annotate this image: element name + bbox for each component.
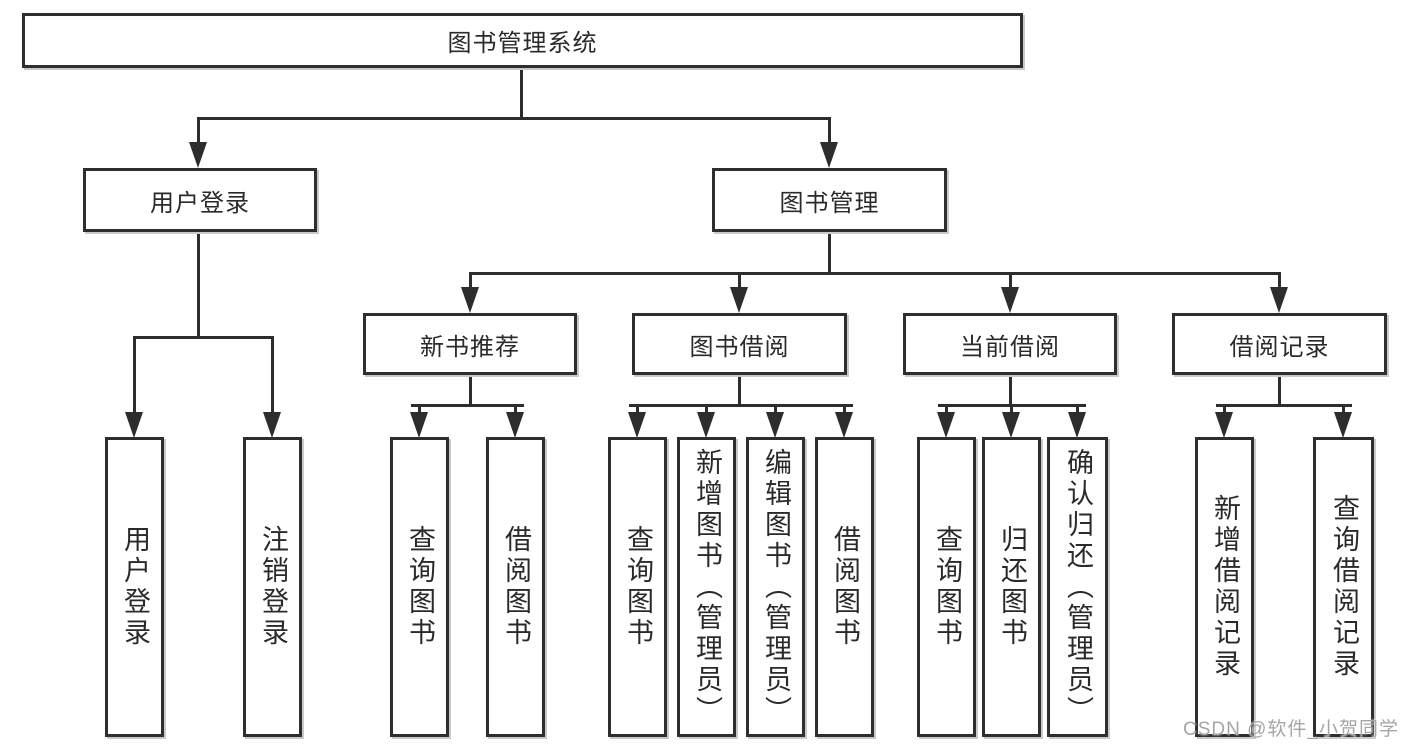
edge-stem-bb-add [705,404,708,416]
edge-borrow-record-split [1216,404,1352,407]
node-borrow-record: 借阅记录 [1172,313,1387,375]
node-book-management-label: 图书管理 [779,189,880,217]
node-book-borrow: 图书借阅 [632,313,847,375]
arrow-down-bb-edit [766,412,784,438]
edge-stem-new-book [469,272,472,292]
node-root-label: 图书管理系统 [447,30,598,57]
csdn-watermark: CSDN @软件_小贺同学 [1183,719,1399,740]
edge-root-trunk [520,67,523,118]
node-leaf-bb-edit-books-admin-label: 编辑图书（管理员） [761,447,791,727]
edge-stem-bb-borrow [843,404,846,416]
edge-new-book-split [411,404,524,407]
node-leaf-cb-confirm-return-admin-label: 确认归还（管理员） [1063,447,1093,727]
arrow-down-bb-add [697,412,715,438]
edge-book-management-trunk [828,231,831,275]
edge-new-book-trunk [469,374,472,407]
node-leaf-bb-edit-books-admin: 编辑图书（管理员） [746,437,805,737]
edge-borrow-record-trunk [1278,374,1281,407]
node-leaf-br-query-record: 查询借阅记录 [1313,437,1374,737]
edge-stem-book-management [828,117,831,148]
node-leaf-br-add-record-label: 新增借阅记录 [1210,494,1240,680]
arrow-down-cb-confirm [1068,412,1086,438]
edge-stem-leaf-logout [271,336,274,416]
edge-book-borrow-trunk [738,374,741,407]
edge-user-login-trunk [197,231,200,339]
edge-user-login-split [133,336,274,339]
node-leaf-cb-return-books: 归还图书 [982,437,1041,737]
edge-stem-book-borrow [738,272,741,292]
node-leaf-cb-query-books: 查询图书 [917,437,976,737]
node-leaf-logout: 注销登录 [243,437,302,737]
node-user-login: 用户登录 [83,168,317,232]
edge-stem-cb-return [1010,404,1013,416]
node-leaf-cb-query-books-label: 查询图书 [932,525,962,649]
edge-stem-current-borrow [1009,272,1012,292]
arrow-down-br-add [1215,412,1233,438]
edge-stem-nb-query [418,404,421,416]
node-leaf-nb-query-books-label: 查询图书 [405,525,435,649]
arrow-down-leaf-logout [263,412,281,438]
node-book-management: 图书管理 [712,168,947,232]
node-new-book-recommend: 新书推荐 [363,313,577,375]
edge-current-borrow-trunk [1009,374,1012,407]
node-root: 图书管理系统 [22,13,1023,68]
arrow-down-nb-borrow [506,412,524,438]
node-leaf-nb-borrow-books: 借阅图书 [486,437,545,737]
edge-book-borrow-split [629,404,853,407]
arrow-down-current-borrow [1001,287,1019,313]
node-leaf-bb-borrow-books: 借阅图书 [815,437,874,737]
node-leaf-nb-query-books: 查询图书 [390,437,449,737]
edge-stem-leaf-login [133,336,136,416]
arrow-down-book-management [820,142,838,168]
arrow-down-br-query [1334,412,1352,438]
arrow-down-new-book [461,287,479,313]
arrow-down-bb-borrow [835,412,853,438]
edge-stem-bb-query [636,404,639,416]
node-leaf-br-add-record: 新增借阅记录 [1195,437,1254,737]
node-leaf-logout-label: 注销登录 [258,525,288,649]
node-leaf-bb-borrow-books-label: 借阅图书 [830,525,860,649]
arrow-down-cb-return [1002,412,1020,438]
arrow-down-bb-query [628,412,646,438]
node-borrow-record-label: 借阅记录 [1229,333,1330,361]
edge-stem-nb-borrow [514,404,517,416]
edge-stem-bb-edit [774,404,777,416]
arrow-down-leaf-login [125,412,143,438]
arrow-down-nb-query [410,412,428,438]
node-new-book-recommend-label: 新书推荐 [420,333,520,361]
arrow-down-book-borrow [730,287,748,313]
node-leaf-cb-confirm-return-admin: 确认归还（管理员） [1047,437,1108,737]
node-leaf-br-query-record-label: 查询借阅记录 [1329,494,1359,680]
node-leaf-user-login: 用户登录 [105,437,164,737]
arrow-down-cb-query [937,412,955,438]
node-leaf-cb-return-books-label: 归还图书 [997,525,1027,649]
arrow-down-user-login [189,142,207,168]
edge-stem-borrow-record [1278,272,1281,292]
edge-book-management-split [469,272,1281,275]
node-book-borrow-label: 图书借阅 [689,333,790,361]
edge-stem-cb-query [945,404,948,416]
node-current-borrow: 当前借阅 [903,313,1117,375]
node-leaf-bb-add-books-admin-label: 新增图书（管理员） [692,447,722,727]
edge-stem-br-query [1342,404,1345,416]
node-leaf-bb-add-books-admin: 新增图书（管理员） [677,437,736,737]
node-leaf-bb-query-books-label: 查询图书 [623,525,653,649]
arrow-down-borrow-record [1270,287,1288,313]
node-current-borrow-label: 当前借阅 [960,333,1060,361]
node-leaf-bb-query-books: 查询图书 [608,437,667,737]
node-leaf-nb-borrow-books-label: 借阅图书 [501,525,531,649]
edge-stem-br-add [1223,404,1226,416]
node-leaf-user-login-label: 用户登录 [120,525,150,649]
node-user-login-label: 用户登录 [150,189,250,217]
edge-root-split [197,117,831,120]
edge-stem-user-login [197,117,200,148]
edge-stem-cb-confirm [1076,404,1079,416]
